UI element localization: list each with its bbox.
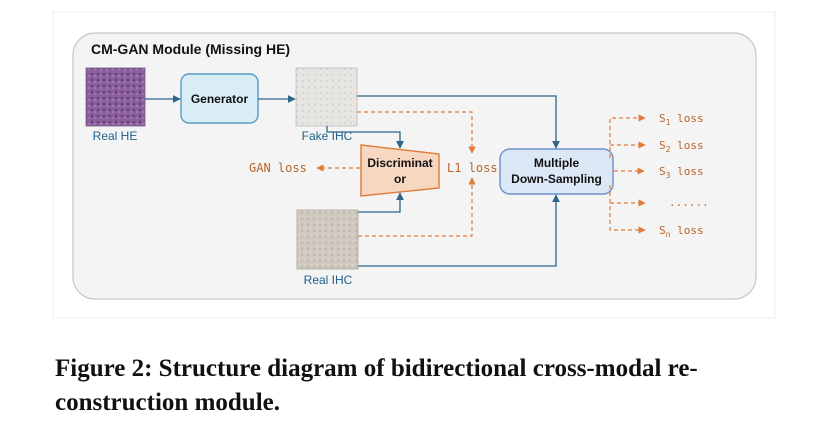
module-title: CM-GAN Module (Missing HE) — [91, 41, 290, 57]
arrow-real-to-l1 — [358, 177, 476, 237]
discriminator-label-2: or — [394, 172, 406, 186]
scale-loss-label: ...... — [669, 196, 709, 209]
solid-arrows — [145, 95, 560, 267]
arrow-real-to-mds — [358, 194, 560, 267]
generator-label: Generator — [191, 92, 249, 106]
down-sampling-label-2: Down-Sampling — [511, 172, 602, 186]
scale-loss-label: S2 loss — [659, 139, 704, 154]
arrow-to-s1 — [609, 114, 646, 158]
fake-ihc-image — [295, 67, 358, 127]
real-he-label: Real HE — [93, 129, 138, 143]
scale-loss-label: S1 loss — [659, 112, 704, 127]
arrow-fake-to-mds — [357, 95, 560, 149]
discriminator-box — [360, 144, 440, 197]
figure-caption: Figure 2: Structure diagram of bidirecti… — [55, 352, 795, 420]
arrow-fake-to-l1 — [357, 111, 476, 154]
arrow-fake-to-disc — [326, 126, 404, 149]
scale-loss-label: Sn loss — [659, 224, 704, 239]
scale-loss-labels: S1 loss S2 loss S3 loss...... Sn loss — [659, 112, 709, 239]
real-ihc-image — [296, 209, 359, 270]
arrow-to-sn — [609, 185, 646, 234]
caption-line-1: Figure 2: Structure diagram of bidirecti… — [55, 355, 698, 382]
down-sampling-box — [499, 148, 614, 195]
discriminator-label-1: Discriminat — [367, 156, 432, 170]
down-sampling-label-1: Multiple — [534, 156, 580, 170]
gan-loss-label: GAN loss — [249, 161, 307, 175]
arrow-real-to-disc — [358, 192, 404, 213]
dashed-arrows — [316, 111, 646, 237]
scale-loss-label: S3 loss — [659, 165, 704, 180]
caption-line-2: construction module. — [55, 389, 280, 416]
real-ihc-label: Real IHC — [304, 273, 353, 287]
l1-loss-label: L1 loss — [447, 161, 498, 175]
real-he-image — [85, 67, 146, 127]
architecture-diagram: CM-GAN Module (Missing HE) Real HE Fake … — [52, 11, 776, 319]
